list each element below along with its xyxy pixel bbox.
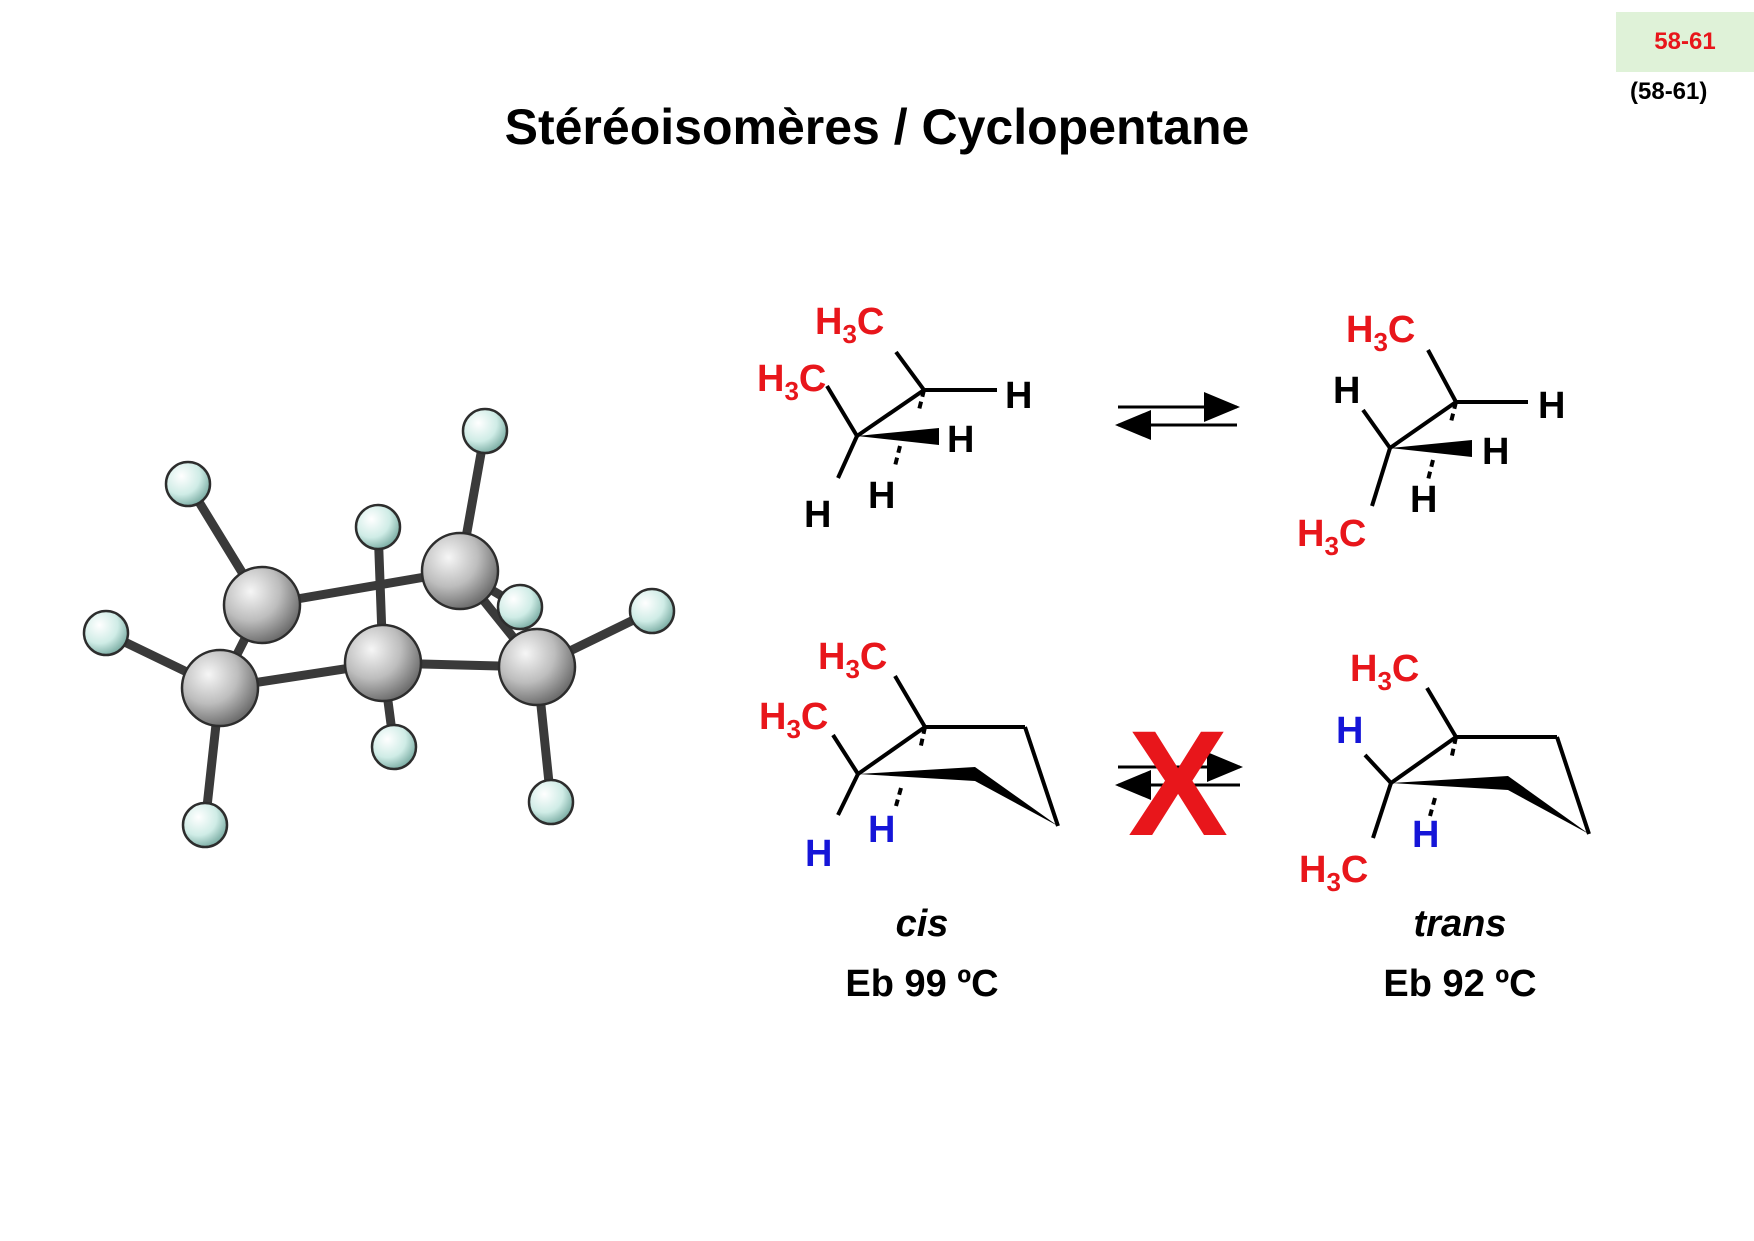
ball-and-stick-cyclopentane-icon xyxy=(82,407,676,849)
equilibrium-arrows-icon xyxy=(1115,392,1240,440)
hydrogen-label: H xyxy=(1482,431,1509,473)
methyl-label: H3C xyxy=(759,696,828,744)
trans-structure-bottom xyxy=(1363,686,1591,839)
trans-boiling-point: Eb 92 ºC xyxy=(1383,963,1537,1005)
hydrogen-label: H xyxy=(868,475,895,517)
methyl-label: H3C xyxy=(1299,849,1368,897)
methyl-label: H3C xyxy=(818,636,887,684)
hydrogen-label: H xyxy=(805,833,832,875)
hydrogen-label: H xyxy=(1336,710,1363,752)
methyl-label: H3C xyxy=(815,301,884,349)
cross-mark: X xyxy=(1128,699,1228,867)
cis-structure-top xyxy=(825,350,997,479)
trans-structure-top xyxy=(1361,349,1528,507)
methyl-label: H3C xyxy=(1297,513,1366,561)
blocked-equilibrium-icon xyxy=(1115,752,1243,800)
methyl-label: H3C xyxy=(1350,648,1419,696)
methyl-label: H3C xyxy=(1346,309,1415,357)
hydrogen-label: H xyxy=(1410,479,1437,521)
slide-number-badge: 58-61 xyxy=(1616,12,1754,72)
page-title: Stéréoisomères / Cyclopentane xyxy=(504,99,1250,155)
cis-boiling-point: Eb 99 ºC xyxy=(845,963,999,1005)
hydrogen-label: H xyxy=(868,809,895,851)
hydrogen-label: H xyxy=(1412,814,1439,856)
cis-structure-bottom xyxy=(831,674,1060,827)
hydrogen-label: H xyxy=(947,419,974,461)
cis-label: cis xyxy=(895,903,949,945)
trans-label: trans xyxy=(1413,903,1507,945)
slide-number: 58-61 xyxy=(1654,28,1716,55)
hydrogen-label: H xyxy=(1333,370,1360,412)
methyl-label: H3C xyxy=(757,358,826,406)
hydrogen-label: H xyxy=(1005,375,1032,417)
hydrogen-label: H xyxy=(804,494,831,536)
slide-reference: (58-61) xyxy=(1630,78,1708,105)
hydrogen-label: H xyxy=(1538,385,1565,427)
